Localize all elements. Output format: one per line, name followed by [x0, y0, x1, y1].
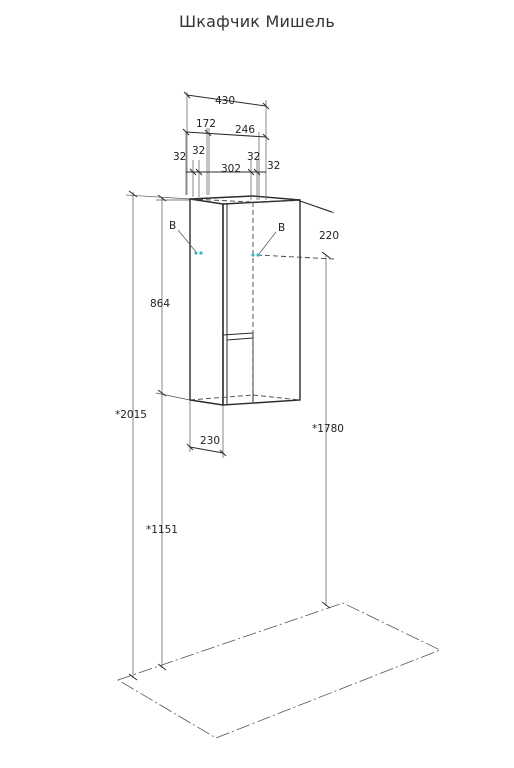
mount-points: B B: [169, 220, 285, 257]
drawing-title: Шкафчик Мишель: [178, 12, 335, 31]
height-dimension-lines: [125, 190, 331, 681]
dim-246: 246: [235, 124, 255, 136]
dim-864: 864: [150, 298, 170, 310]
mount-point-left-2: [199, 251, 203, 255]
width-dimensions: [182, 91, 270, 200]
floor-plane: [117, 602, 441, 739]
dimension-labels: 430 172 246 32 32 302 32 32 220 864 *201…: [115, 95, 344, 536]
mount-label-left: B: [169, 220, 176, 232]
dim-32-d: 32: [267, 160, 280, 172]
dim-32-c: 32: [247, 151, 260, 163]
mount-point-left: [194, 251, 198, 255]
dim-1780: *1780: [312, 423, 344, 435]
dim-302: 302: [221, 163, 241, 175]
dim-2015: *2015: [115, 409, 147, 421]
dim-230: 230: [200, 435, 220, 447]
dim-1151: *1151: [146, 524, 178, 536]
mount-point-right: [251, 253, 255, 257]
dim-430: 430: [215, 95, 235, 107]
bottom-depth-dimension: [186, 400, 227, 458]
dim-172: 172: [196, 118, 216, 130]
dim-32-a: 32: [173, 151, 186, 163]
mount-label-right: B: [278, 222, 285, 234]
dim-220: 220: [319, 230, 339, 242]
cabinet-body: [189, 195, 301, 406]
depth-dimension: [256, 200, 335, 260]
mount-point-right-2: [256, 253, 260, 257]
dim-32-b: 32: [192, 145, 205, 157]
